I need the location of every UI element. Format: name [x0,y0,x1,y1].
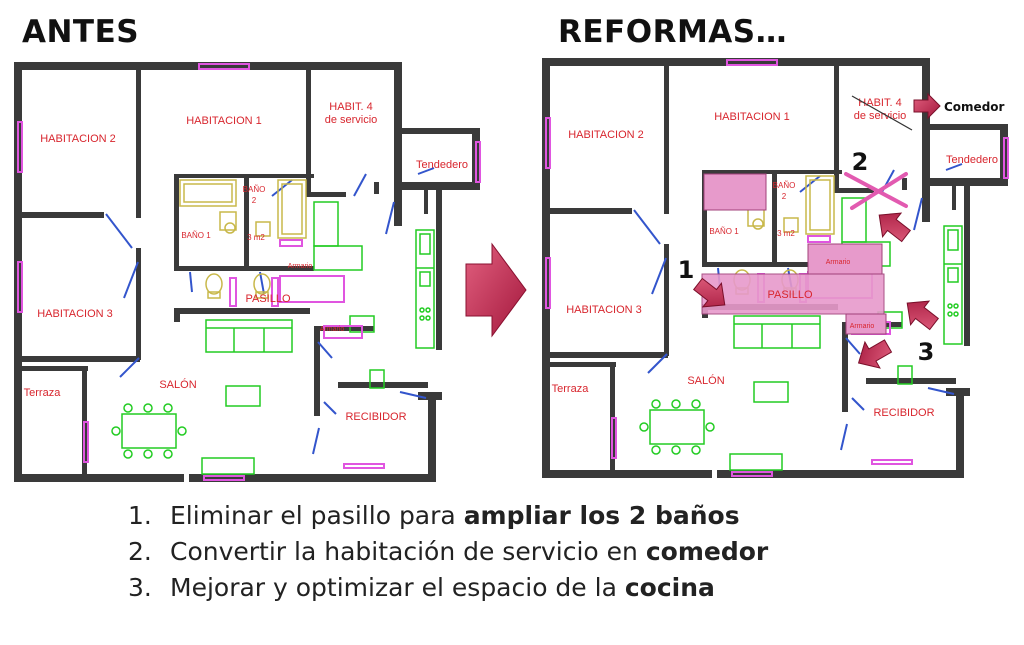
armario-highlight [807,243,883,275]
note-2-number: 2. [128,537,152,566]
left-room-salon: SALÓN [159,378,196,391]
kitchen-armario-highlight [845,313,887,335]
note-1-number: 1. [128,501,152,530]
comedor-arrow-icon [913,92,941,120]
cross-icon [844,172,908,210]
right-room-bano2-line1: BAÑO [773,181,796,190]
right-room-area: 3 m2 [777,229,795,238]
left-room-bano2-line1: BAÑO [243,185,266,194]
note-2: 2. Convertir la habitación de servicio en… [128,534,768,570]
marker-2: 2 [852,148,869,176]
note-2-text: Convertir la habitación de servicio en [170,537,646,566]
left-room-hab1: HABITACION 1 [186,115,262,127]
left-room-bano1: BAÑO 1 [181,231,211,240]
note-2-bold: comedor [645,537,769,566]
right-room-bano2-line2: 2 [782,192,787,201]
marker-arrow-3a-icon [906,300,940,331]
before-after-arrow-icon [465,242,527,338]
note-3-text: Mejorar y optimizar el espacio de la [170,573,625,602]
right-room-salon: SALÓN [687,374,724,387]
right-room-terraza: Terraza [552,383,590,395]
note-3-number: 3. [128,573,152,602]
marker-arrow-2-icon [878,212,912,243]
note-1-text: Eliminar el pasillo para [170,501,464,530]
note-1: 1. Eliminar el pasillo para ampliar los 2… [128,498,768,534]
hab4-strikethrough [851,95,913,131]
left-room-terraza: Terraza [24,387,62,399]
before-heading: ANTES [22,14,140,50]
note-1-bold: ampliar los 2 baños [463,501,740,530]
right-room-hab2: HABITACION 2 [568,129,644,141]
right-room-pasillo: PASILLO [767,289,812,301]
left-room-armario-2: Armario [320,326,345,333]
left-room-area: 3 m2 [247,233,265,242]
right-room-hab1: HABITACION 1 [714,111,790,123]
renovation-notes: 1. Eliminar el pasillo para ampliar los 2… [128,498,768,606]
right-room-armario: Armario [826,259,851,266]
marker-1: 1 [678,256,695,284]
marker-arrow-3b-icon [857,339,893,369]
marker-3: 3 [918,338,935,366]
right-room-recibidor: RECIBIDOR [873,407,934,419]
right-room-armario-2: Armario [850,323,875,330]
right-room-hab3: HABITACION 3 [566,304,642,316]
marker-arrow-1-icon [692,277,726,308]
left-room-hab2: HABITACION 2 [40,133,116,145]
left-room-tendedero: Tendedero [416,159,468,171]
left-room-hab4-line1: HABIT. 4 [329,101,372,113]
left-room-recibidor: RECIBIDOR [345,411,406,423]
right-room-bano1: BAÑO 1 [709,227,739,236]
comedor-label: Comedor [944,100,1005,114]
note-3-bold: cocina [624,573,715,602]
left-room-hab3: HABITACION 3 [37,308,113,320]
note-3: 3. Mejorar y optimizar el espacio de la c… [128,570,768,606]
right-room-tendedero: Tendedero [946,154,998,166]
after-heading: REFORMAS… [558,14,788,50]
bath1-highlight [703,173,767,211]
left-room-hab4-line2: de servicio [325,114,378,126]
left-room-armario: Armario [288,263,313,270]
left-room-bano2-line2: 2 [252,196,257,205]
left-room-pasillo: PASILLO [245,293,290,305]
